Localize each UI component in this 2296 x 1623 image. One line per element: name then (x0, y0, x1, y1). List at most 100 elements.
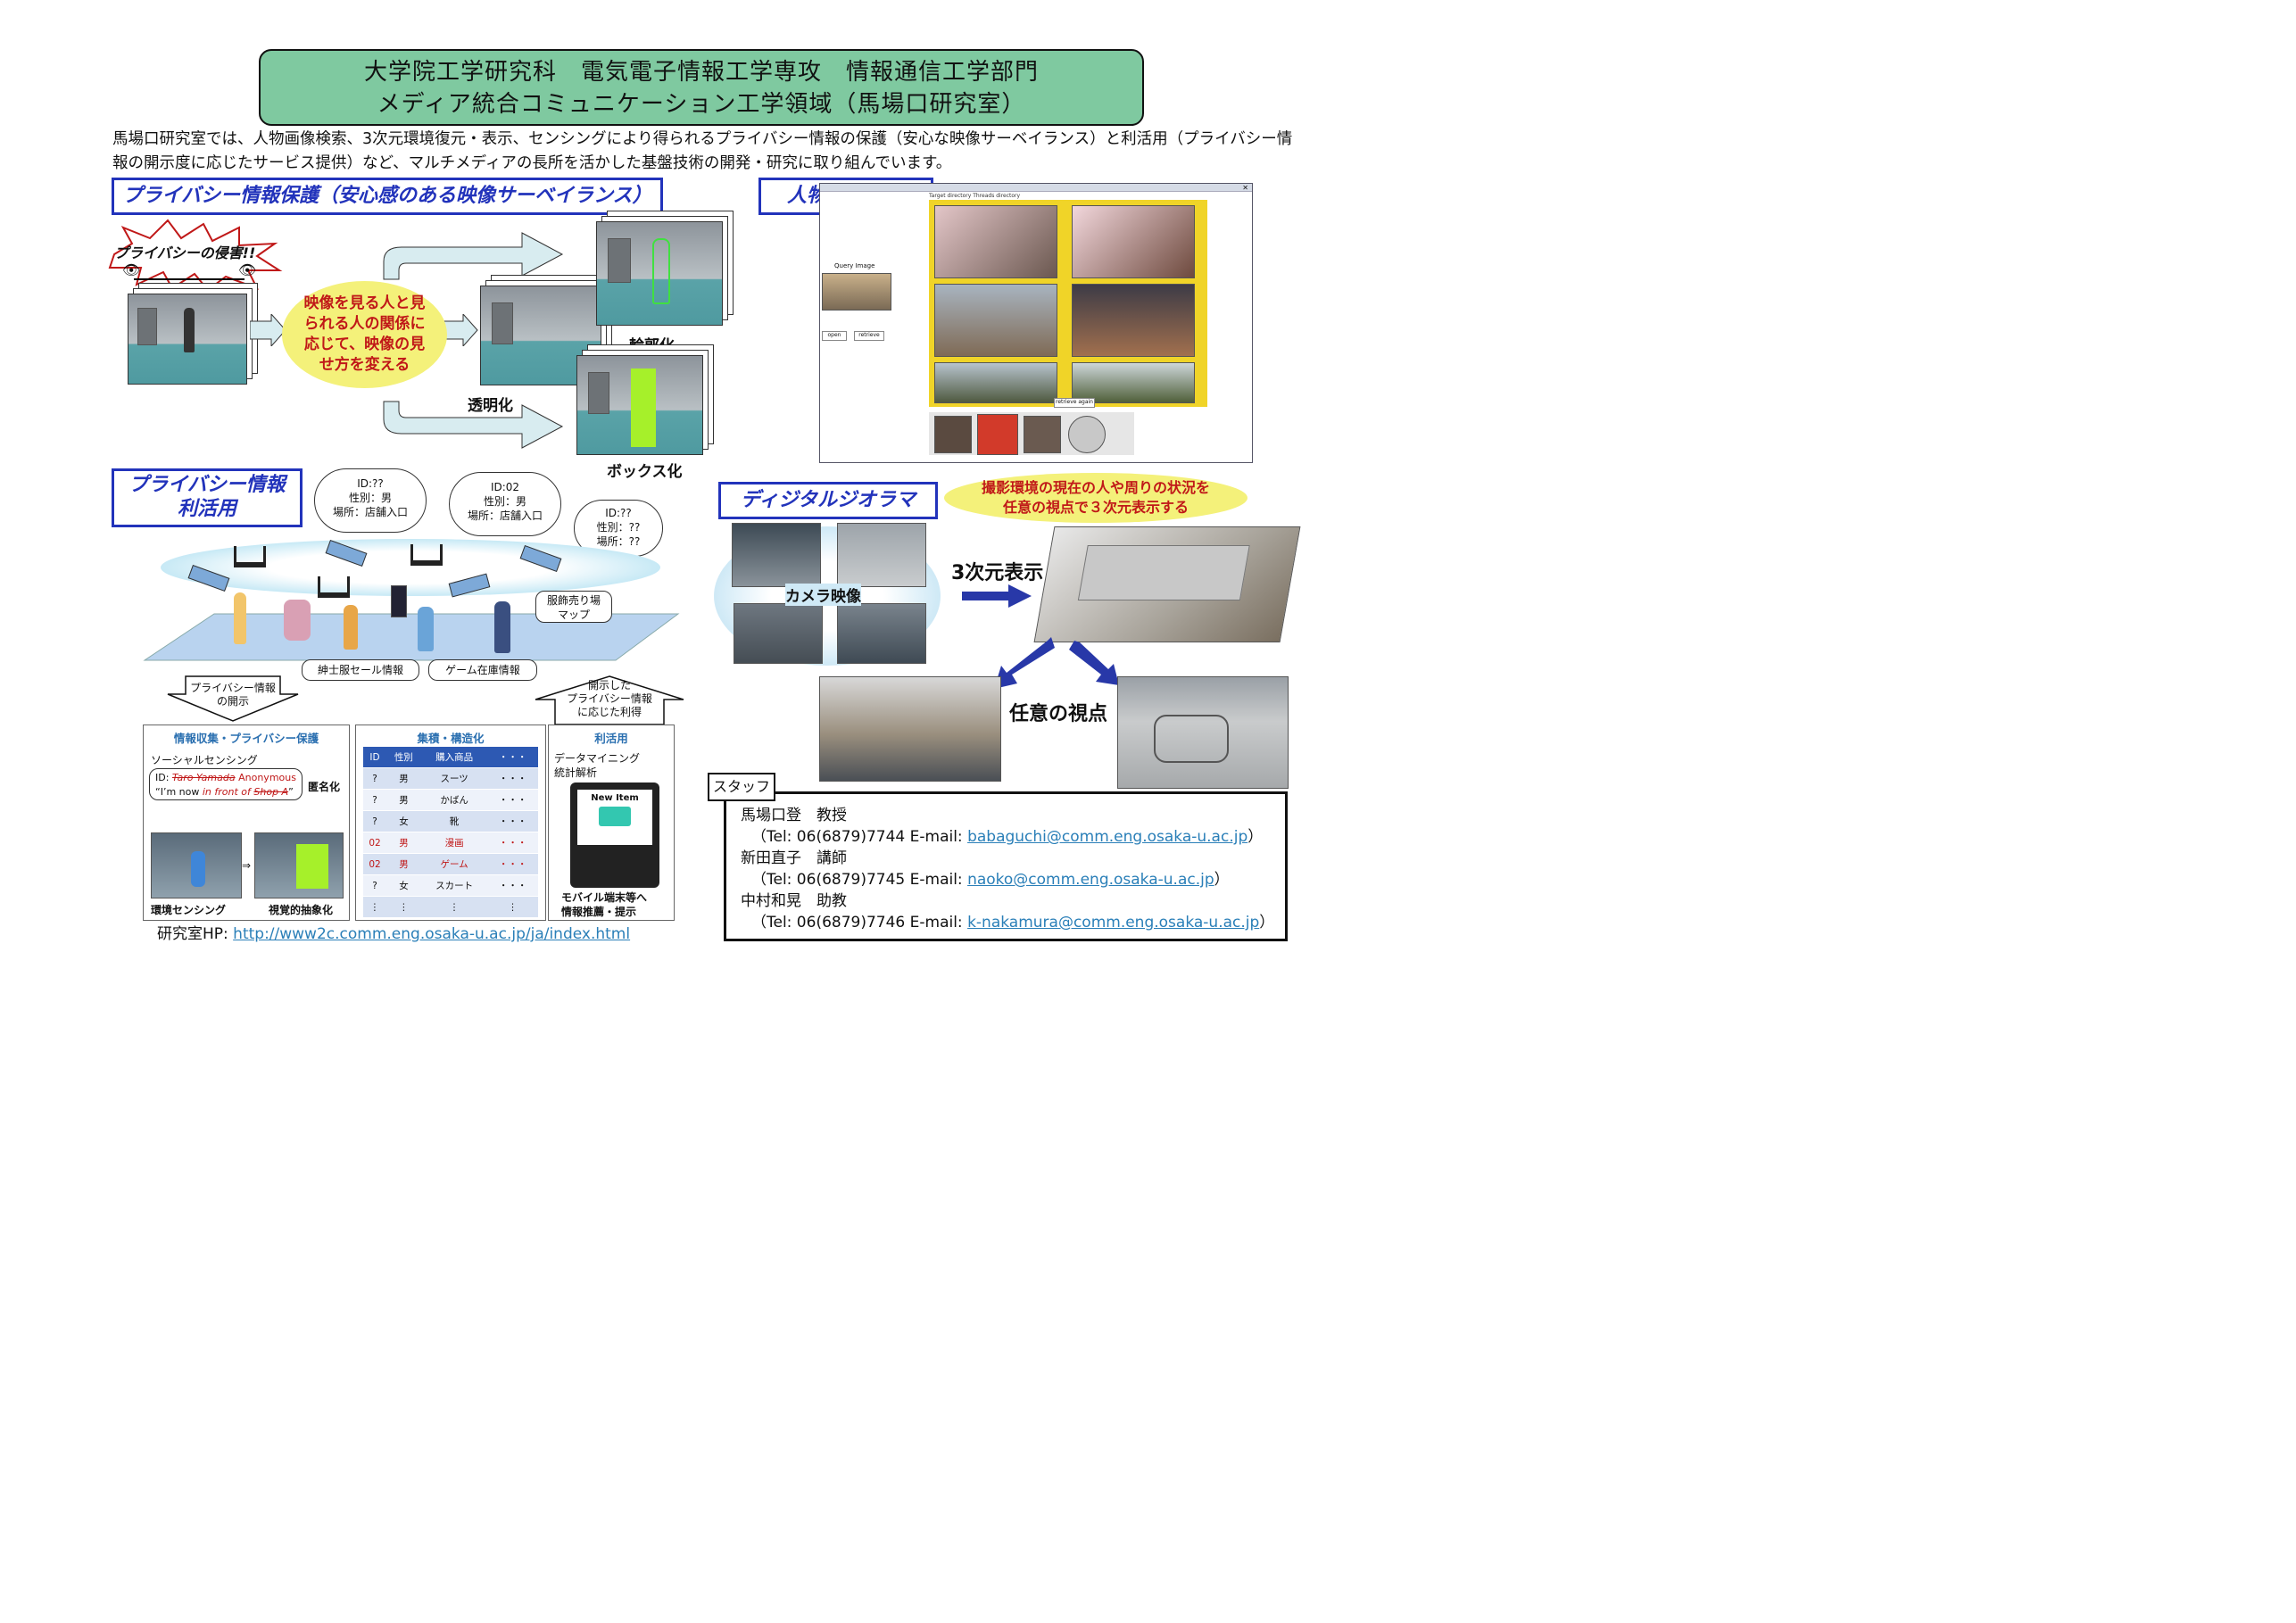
staff-list: 馬場口登 教授 （Tel: 06(6879)7744 E-mail: babagu… (726, 805, 1285, 933)
open-button[interactable]: open (822, 331, 847, 341)
id-strike: Taro Yamada (171, 772, 236, 783)
staff-name: 馬場口登 教授 (741, 807, 847, 824)
face-thumb (1068, 416, 1106, 453)
lab-hp-line: 研究室HP: http://www2c.comm.eng.osaka-u.ac.… (157, 921, 630, 943)
staff-box: 馬場口登 教授 （Tel: 06(6879)7744 E-mail: babagu… (724, 791, 1288, 941)
camera-feed (837, 523, 926, 587)
staff-contact: （Tel: 06(6879)7744 E-mail: babaguchi@com… (726, 826, 1285, 848)
view-policy-text: 映像を見る人と見られる人の関係に応じて、映像の見せ方を変える (303, 294, 426, 374)
retrieve-button[interactable]: retrieve (854, 331, 884, 341)
staff-close: ） (1259, 914, 1275, 932)
search-app-window: ✕ Target directory Threads directory Que… (819, 183, 1253, 463)
table-row: ?女靴・・・ (363, 810, 538, 832)
signage-icon (391, 585, 407, 617)
staff-close: ） (1214, 871, 1230, 889)
privacy-protection-heading: プライバシー情報保護（安心感のある映像サーベイランス） (112, 178, 663, 215)
staff-email-link[interactable]: babaguchi@comm.eng.osaka-u.ac.jp (967, 828, 1248, 846)
staff-tel: （Tel: 06(6879)7744 E-mail: (751, 828, 968, 846)
table-cell: 男 (386, 832, 421, 854)
statistics-label: 統計解析 (554, 766, 598, 779)
router-icon (318, 576, 350, 598)
shorts-icon (599, 807, 631, 826)
camera-feed (732, 523, 821, 587)
retrieve-again-button[interactable]: retrieve again (1054, 398, 1095, 408)
table-cell: ? (363, 767, 386, 790)
result-image (934, 284, 1057, 357)
outline-photo (596, 221, 723, 326)
cloud-line: 場所：?? (596, 535, 641, 548)
eye-icon-left: 👁 (122, 261, 141, 278)
arrow-right-icon (962, 584, 1032, 608)
lab-hp-link[interactable]: http://www2c.comm.eng.osaka-u.ac.jp/ja/i… (233, 925, 631, 943)
disclosure-label: プライバシー情報 の開示 (178, 682, 287, 708)
staff-email-link[interactable]: naoko@comm.eng.osaka-u.ac.jp (967, 871, 1214, 889)
table-column-header: 性別 (386, 747, 421, 768)
staff-tel: （Tel: 06(6879)7746 E-mail: (751, 914, 968, 932)
face-thumb (1024, 416, 1061, 453)
shopper-figure (494, 601, 510, 653)
staff-heading: スタッフ (708, 773, 775, 801)
store-panel-title: 集積・構造化 (417, 732, 485, 745)
face-thumb (934, 416, 972, 453)
result-panel (929, 200, 1207, 407)
table-cell: 男 (386, 789, 421, 811)
privacy-burst-icon (108, 219, 283, 290)
table-cell: 漫画 (420, 832, 488, 854)
diorama-bubble-line: 撮影環境の現在の人や周りの状況を (981, 479, 1210, 496)
now-prefix: “I’m now (155, 786, 203, 798)
router-icon (410, 544, 443, 566)
table-cell: ⋮ (386, 896, 421, 918)
title-line-1: 大学院工学研究科 電気電子情報工学専攻 情報通信工学部門 (363, 59, 1039, 86)
use-panel-title: 利活用 (594, 732, 628, 745)
3d-view-right (1117, 676, 1289, 789)
table-cell: ? (363, 874, 386, 897)
face-thumb (977, 414, 1018, 455)
result-image (1072, 362, 1195, 403)
visual-abstraction-label: 視覚的抽象化 (269, 904, 334, 916)
original-camera-photo (128, 294, 247, 385)
info-cloud-2: ID:02 性別：男 場所：店舗入口 (449, 472, 561, 536)
table-cell: スカート (420, 874, 488, 897)
shopper-figure (234, 592, 246, 644)
box-figure (631, 368, 656, 447)
transparent-photo (480, 286, 601, 385)
sensing-arrow: ⇒ (242, 859, 252, 872)
staff-name: 中村和晃 助教 (741, 892, 847, 910)
kid-figure (191, 851, 205, 887)
table-cell: ・・・ (487, 853, 538, 875)
3d-view-left (819, 676, 1001, 782)
staff-email-link[interactable]: k-nakamura@comm.eng.osaka-u.ac.jp (967, 914, 1260, 932)
cloud-line: ID:?? (605, 507, 632, 519)
staff-tel: （Tel: 06(6879)7745 E-mail: (751, 871, 968, 889)
cloud-line: 性別：男 (348, 492, 392, 504)
info-cloud-3: ID:?? 性別：?? 場所：?? (574, 500, 663, 557)
window-close-icon[interactable]: ✕ (1242, 184, 1248, 192)
diorama-bubble-line: 任意の視点で３次元表示する (1002, 499, 1189, 516)
green-box (296, 844, 328, 889)
disclosure-label-line: の開示 (216, 695, 249, 708)
table-cell: かばん (420, 789, 488, 811)
cloud-line: ID:?? (357, 477, 384, 490)
staff-name: 新田直子 講師 (741, 849, 847, 867)
table-cell: ゲーム (420, 853, 488, 875)
arrow-down-left-icon (994, 637, 1055, 689)
info-cloud-1: ID:?? 性別：男 場所：店舗入口 (314, 468, 427, 533)
arrow-right-icon (442, 314, 478, 346)
table-cell: スーツ (420, 767, 488, 790)
3d-display-label: 3次元表示 (951, 562, 1044, 584)
privacy-use-heading-line2: 利活用 (177, 498, 236, 520)
cloud-line: 性別：?? (596, 521, 641, 534)
privacy-use-heading: プライバシー情報 利活用 (112, 468, 303, 527)
mobile-phone: New Item (570, 783, 659, 888)
3d-model-courtyard (1077, 545, 1250, 600)
now-italic: in front of (202, 786, 254, 798)
game-info-label: ゲーム在庫情報 (428, 659, 537, 681)
table-cell: 02 (363, 832, 386, 854)
table-cell: ・・・ (487, 874, 538, 897)
abstracted-image (254, 832, 344, 898)
map-label: 服飾売り場 マップ (535, 591, 612, 623)
diorama-bubble: 撮影環境の現在の人や周りの状況を 任意の視点で３次元表示する (944, 473, 1247, 523)
